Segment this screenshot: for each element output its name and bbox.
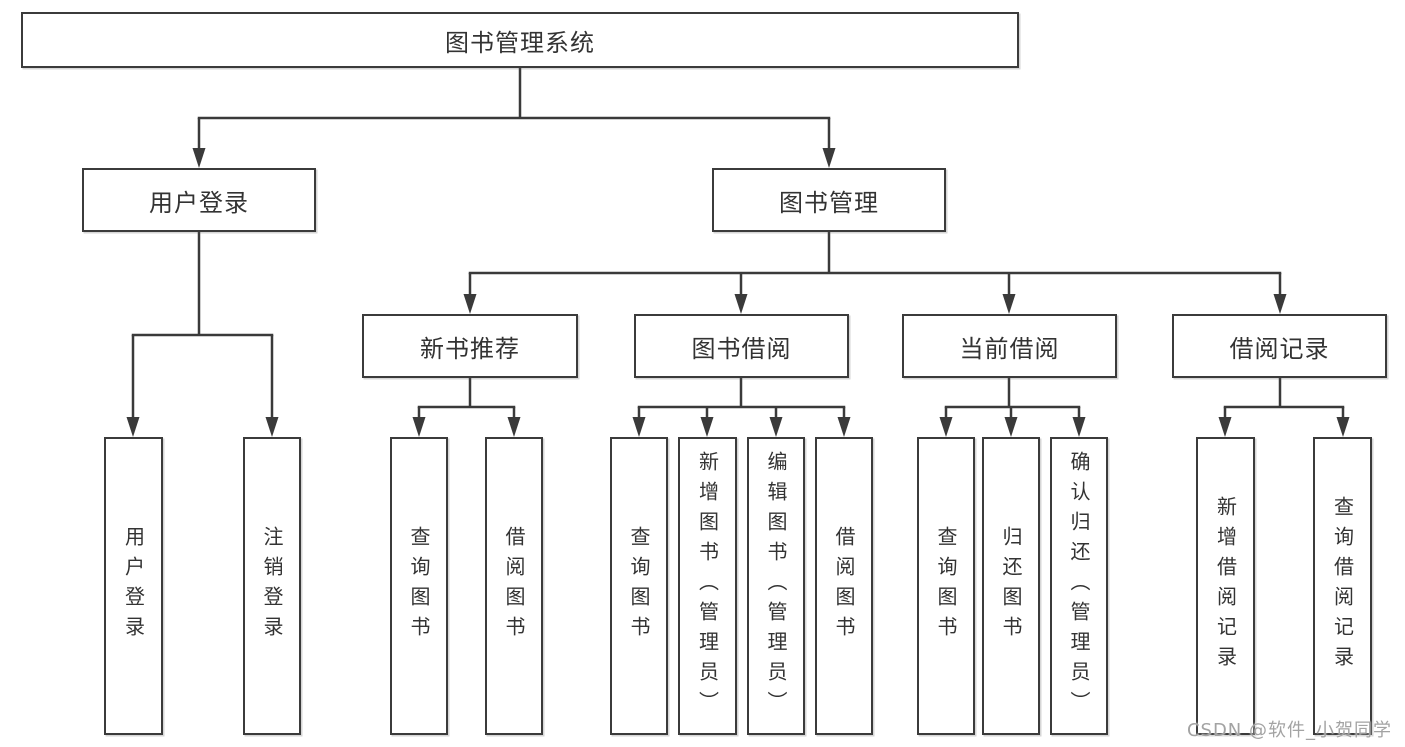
node-label: 用户登录 bbox=[121, 526, 146, 646]
leaf-current-confirm-return-admin: 确认归还（管理员） bbox=[1050, 437, 1108, 735]
node-label: 用户登录 bbox=[149, 188, 249, 217]
node-user-login: 用户登录 bbox=[82, 168, 316, 232]
leaf-borrow-borrow-books: 借阅图书 bbox=[815, 437, 873, 735]
node-label: 新增借阅记录 bbox=[1213, 496, 1238, 676]
connector-root bbox=[192, 68, 836, 168]
leaf-current-return-books: 归还图书 bbox=[982, 437, 1040, 735]
leaf-user-login: 用户登录 bbox=[104, 437, 163, 735]
connector-login-group bbox=[126, 232, 279, 437]
node-label: 借阅图书 bbox=[832, 526, 856, 646]
node-root-system: 图书管理系统 bbox=[21, 12, 1019, 68]
node-borrowing-records: 借阅记录 bbox=[1172, 314, 1387, 378]
node-new-book-recommend: 新书推荐 bbox=[362, 314, 578, 378]
connector-records-group bbox=[1218, 378, 1350, 437]
node-label: 查询图书 bbox=[407, 526, 431, 646]
leaf-logout: 注销登录 bbox=[243, 437, 301, 735]
connector-current-group bbox=[939, 378, 1086, 437]
node-label: 图书管理系统 bbox=[445, 28, 595, 57]
node-label: 新书推荐 bbox=[420, 334, 520, 363]
leaf-records-query-record: 查询借阅记录 bbox=[1313, 437, 1372, 735]
leaf-current-query-books: 查询图书 bbox=[917, 437, 975, 735]
node-book-management: 图书管理 bbox=[712, 168, 946, 232]
leaf-recommend-borrow-books: 借阅图书 bbox=[485, 437, 543, 735]
leaf-records-add-record: 新增借阅记录 bbox=[1196, 437, 1255, 735]
connector-management-group bbox=[463, 232, 1287, 314]
node-label: 当前借阅 bbox=[959, 334, 1060, 363]
node-label: 查询图书 bbox=[934, 526, 958, 646]
node-current-borrowing: 当前借阅 bbox=[902, 314, 1117, 378]
connector-recommend-group bbox=[412, 378, 521, 437]
node-label: 图书管理 bbox=[779, 188, 879, 217]
leaf-borrow-edit-books-admin: 编辑图书（管理员） bbox=[747, 437, 805, 735]
node-label: 查询图书 bbox=[627, 526, 651, 646]
node-label: 归还图书 bbox=[999, 526, 1023, 646]
node-label: 查询借阅记录 bbox=[1330, 496, 1355, 676]
node-label: 新增图书（管理员） bbox=[695, 451, 720, 721]
node-label: 借阅记录 bbox=[1229, 334, 1330, 363]
node-book-borrowing: 图书借阅 bbox=[634, 314, 849, 378]
connector-borrow-group bbox=[632, 378, 851, 437]
csdn-watermark: CSDN @软件_小贺同学 bbox=[1186, 720, 1392, 741]
leaf-borrow-query-books: 查询图书 bbox=[610, 437, 668, 735]
leaf-borrow-add-books-admin: 新增图书（管理员） bbox=[678, 437, 737, 735]
node-label: 确认归还（管理员） bbox=[1067, 451, 1091, 721]
node-label: 编辑图书（管理员） bbox=[764, 451, 788, 721]
node-label: 借阅图书 bbox=[502, 526, 526, 646]
node-label: 注销登录 bbox=[260, 526, 284, 646]
leaf-recommend-query-books: 查询图书 bbox=[390, 437, 448, 735]
node-label: 图书借阅 bbox=[691, 334, 792, 363]
